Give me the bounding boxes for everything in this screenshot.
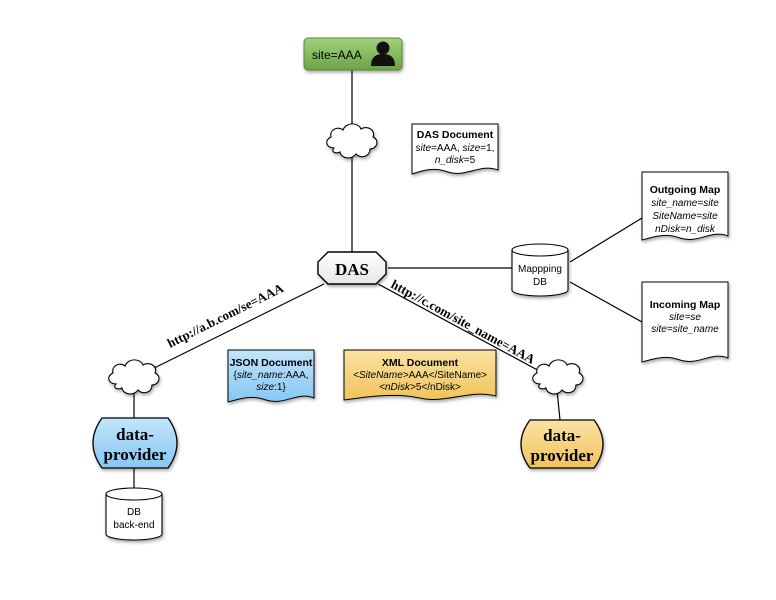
outgoing-map-title: Outgoing Map <box>650 184 721 196</box>
das-document-line1: site=AAA, size=1, <box>416 143 495 154</box>
das-doc-key-site: site <box>416 143 432 154</box>
json-document-shape <box>227 349 315 403</box>
mapping-db-label-2: DB <box>533 277 547 288</box>
db-backend-label-2: back-end <box>113 520 154 531</box>
das-document-title: DAS Document <box>417 129 494 141</box>
user-site-label: site=AAA <box>312 48 362 62</box>
das-doc-val-site: =AAA, <box>431 143 462 154</box>
das-doc-key-ndisk: n_disk <box>435 155 465 166</box>
xml-doc-tag-ndisk: <nDisk> <box>379 382 416 393</box>
json-doc-val-site-name: :AAA, <box>283 370 309 381</box>
das-document-shape <box>411 123 499 175</box>
incoming-map-line: site=se <box>669 312 701 323</box>
outgoing-map-shape <box>641 171 729 241</box>
data-provider-right-label-1: data- <box>543 426 581 445</box>
data-provider-left-label-1: data- <box>116 425 154 444</box>
xml-document-shape <box>343 349 497 401</box>
db-backend-label-1: DB <box>127 507 141 518</box>
xml-document-line1: <SiteName>AAA</SiteName> <box>353 370 487 381</box>
das-node[interactable] <box>317 251 387 285</box>
xml-document-title: XML Document <box>382 357 459 369</box>
outgoing-map-line: site_name=site <box>651 198 719 209</box>
json-doc-key-site-name: site_name <box>237 370 284 381</box>
cloud-icon <box>326 123 378 159</box>
das-node-label: DAS <box>335 260 369 279</box>
outgoing-map-line: nDisk=n_disk <box>655 224 716 235</box>
incoming-map-line: site=site_name <box>651 324 719 335</box>
json-doc-brace: { <box>233 370 237 381</box>
link-label-left: http://a.b.com/se=AAA <box>165 280 287 351</box>
incoming-map-title: Incoming Map <box>650 299 721 311</box>
json-document-line2: size:1} <box>256 382 286 393</box>
data-provider-right[interactable] <box>520 419 604 469</box>
das-doc-val-ndisk: =5 <box>464 155 476 166</box>
line-mappingdb-to-outgoing <box>569 217 643 263</box>
json-doc-val-size: :1} <box>274 382 286 393</box>
json-document-line1: {site_name:AAA, <box>233 370 308 381</box>
xml-doc-tag-sitename: <SiteName> <box>353 370 409 381</box>
outgoing-map-line: SiteName=site <box>652 211 718 222</box>
data-provider-left-label-2: provider <box>104 445 167 464</box>
xml-doc-val-sitename: AAA</SiteName> <box>409 370 488 381</box>
mapping-db-label-1: Mappping <box>518 264 562 275</box>
data-provider-right-label-2: provider <box>531 446 594 465</box>
xml-doc-val-ndisk: 5</nDisk> <box>416 382 461 393</box>
data-provider-left[interactable] <box>92 417 178 469</box>
json-document-title: JSON Document <box>230 357 313 369</box>
xml-document-line2: <nDisk>5</nDisk> <box>379 382 461 393</box>
cloud-icon <box>532 359 584 395</box>
line-das-to-left-provider <box>133 283 325 379</box>
incoming-map-shape <box>641 281 729 363</box>
das-doc-key-size: size <box>462 143 480 154</box>
user-silhouette-icon <box>371 41 395 66</box>
das-document-line2: n_disk=5 <box>435 155 476 166</box>
line-das-to-right-provider <box>377 283 557 381</box>
mapping-db-cylinder[interactable] <box>511 243 569 297</box>
das-doc-val-size: =1, <box>480 143 494 154</box>
cloud-icon <box>108 359 160 395</box>
json-doc-key-size: size <box>256 382 274 393</box>
line-mappingdb-to-incoming <box>569 281 643 323</box>
db-backend-cylinder[interactable] <box>105 487 163 541</box>
